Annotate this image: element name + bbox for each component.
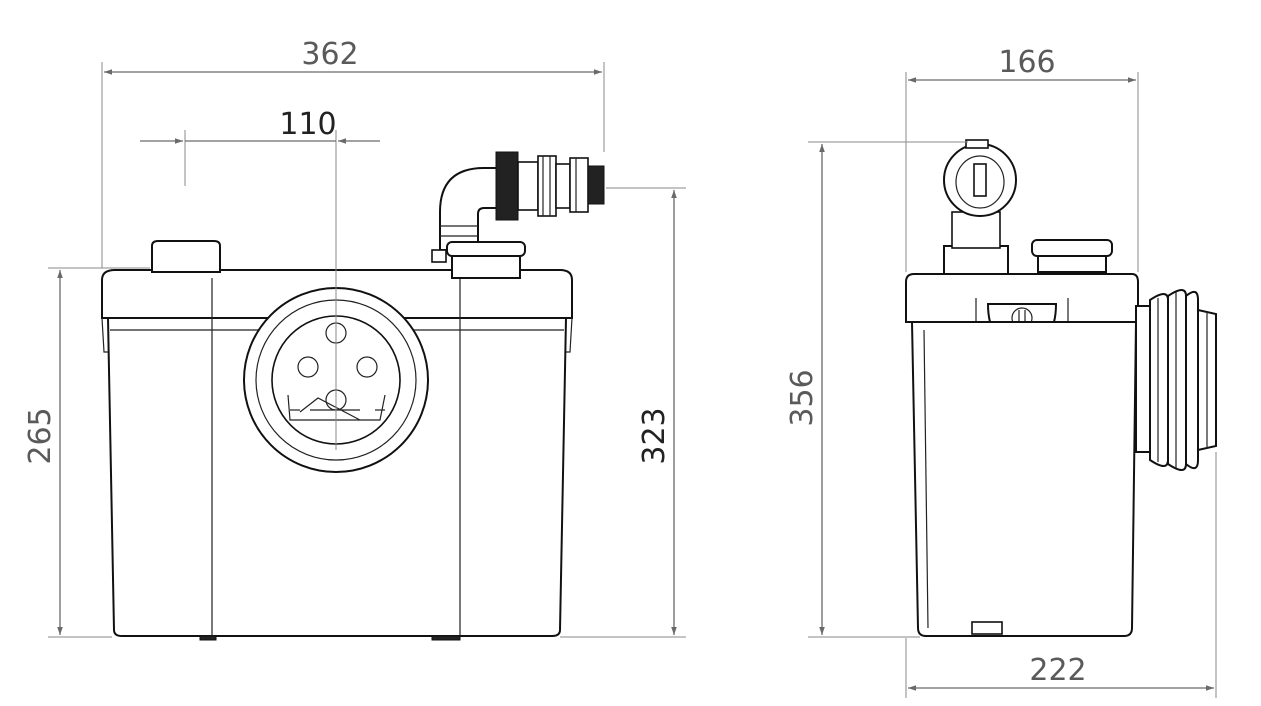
- front-pipe-coupling: [537, 155, 557, 217]
- front-motor-housing: [451, 255, 521, 279]
- front-foot: [431, 635, 461, 641]
- side-inlet-bellows: [1135, 289, 1217, 471]
- side-outlet-riser: [943, 245, 1009, 275]
- dim-label-front-body-height: 265: [23, 407, 58, 464]
- dim-label-side-total-width: 222: [1029, 653, 1086, 688]
- dim-label-front-width: 362: [301, 37, 358, 72]
- front-pipe-end: [587, 165, 605, 205]
- front-blade-edge: [299, 397, 361, 421]
- front-dimensions: 362 110 265 323: [23, 37, 686, 638]
- side-foot: [971, 621, 1003, 635]
- front-motor-cap: [446, 241, 526, 257]
- side-lid: [905, 273, 1139, 323]
- front-view: [101, 151, 605, 641]
- side-dimensions: 166 356 222: [785, 45, 1217, 698]
- front-inlet-hole: [297, 356, 319, 378]
- side-tank: [910, 321, 1138, 637]
- front-pipe-connector: [569, 157, 589, 213]
- dim-label-side-top-width: 166: [998, 45, 1055, 80]
- side-motor-cap: [1031, 239, 1113, 257]
- front-vent-cap: [151, 240, 221, 273]
- dim-label-side-height: 356: [785, 369, 820, 426]
- front-foot: [199, 635, 217, 641]
- front-pipe-collar: [495, 151, 519, 221]
- side-view: [905, 139, 1217, 637]
- front-discharge-elbow: [439, 167, 499, 251]
- front-inlet-hole: [356, 356, 378, 378]
- front-macerator-blade: [287, 394, 386, 421]
- dim-label-outlet-offset: 110: [279, 107, 336, 142]
- front-tank: [106, 317, 568, 637]
- dim-label-front-total-height: 323: [637, 407, 672, 464]
